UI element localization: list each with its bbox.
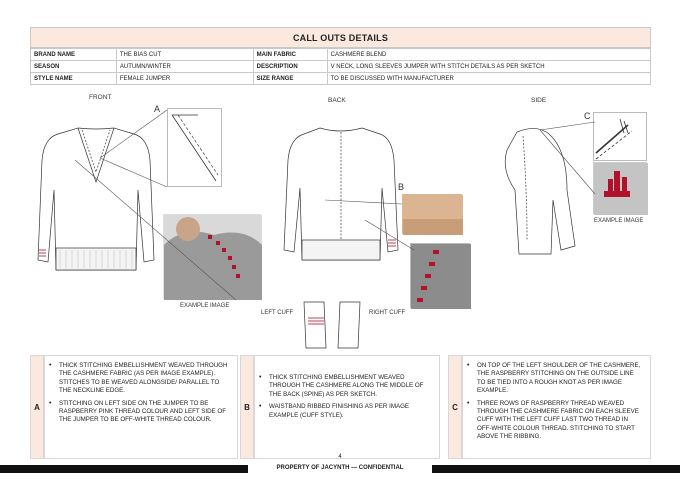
callout-a-letter: A bbox=[154, 104, 161, 114]
back-sketch bbox=[283, 127, 399, 261]
knot-example-image bbox=[593, 162, 648, 215]
table-row: BRAND NAME THE BIAS CUT MAIN FABRIC CASH… bbox=[30, 48, 652, 61]
size-range-key: SIZE RANGE bbox=[252, 72, 328, 85]
back-view-label: BACK bbox=[328, 97, 346, 104]
side-sketch bbox=[504, 128, 576, 255]
callout-b-letter: B bbox=[398, 182, 405, 192]
style-name-value: FEMALE JUMPER bbox=[115, 72, 254, 85]
side-view-label: SIDE bbox=[531, 97, 547, 104]
spec-table: BRAND NAME THE BIAS CUT MAIN FABRIC CASH… bbox=[30, 48, 652, 85]
list-item: ON TOP OF THE LEFT SHOULDER OF THE CASHM… bbox=[467, 362, 642, 396]
note-c-panel: ON TOP OF THE LEFT SHOULDER OF THE CASHM… bbox=[462, 355, 651, 459]
example-image-right-label: EXAMPLE IMAGE bbox=[594, 218, 644, 224]
page-title: CALL OUTS DETAILS bbox=[30, 27, 651, 48]
knot-detail-sketch bbox=[593, 112, 647, 161]
footer-bar-right bbox=[432, 465, 680, 473]
note-a-panel: THICK STITCHING EMBELLISHMENT WEAVED THR… bbox=[44, 355, 238, 459]
footer-bar-left bbox=[0, 465, 248, 473]
note-b-letter: B bbox=[240, 355, 254, 459]
cuffs-sketch bbox=[303, 301, 361, 349]
table-row: STYLE NAME FEMALE JUMPER SIZE RANGE TO B… bbox=[30, 72, 652, 85]
left-cuff-label: LEFT CUFF bbox=[261, 310, 294, 316]
list-item: THICK STITCHING EMBELLISHMENT WEAVED THR… bbox=[49, 362, 229, 396]
list-item: WAISTBAND RIBBED FINISHING AS PER IMAGE … bbox=[259, 403, 431, 420]
page-number: 4 bbox=[338, 454, 342, 460]
footer-text: PROPERTY OF JACYNTH — CONFIDENTIAL bbox=[276, 465, 404, 471]
note-a-letter: A bbox=[30, 355, 44, 459]
list-item: STITCHING ON LEFT SIDE ON THE JUMPER TO … bbox=[49, 400, 229, 425]
ribbed-waistband-image bbox=[402, 194, 463, 235]
right-cuff-label: RIGHT CUFF bbox=[369, 310, 406, 316]
note-c-letter: C bbox=[448, 355, 462, 459]
front-sketch bbox=[37, 127, 155, 271]
callout-c-letter: C bbox=[584, 111, 591, 121]
front-view-label: FRONT bbox=[89, 94, 112, 101]
example-image-left bbox=[163, 214, 262, 300]
list-item: THREE ROWS OF RASPBERRY THREAD WEAVED TH… bbox=[467, 400, 642, 442]
example-image-left-label: EXAMPLE IMAGE bbox=[180, 303, 230, 309]
size-range-value: TO BE DISCUSSED WITH MANUFACTURER bbox=[326, 72, 652, 85]
list-item: THICK STITCHING EMBELLISHMENT WEAVED THR… bbox=[259, 374, 431, 399]
note-b-panel: THICK STITCHING EMBELLISHMENT WEAVED THR… bbox=[254, 355, 440, 459]
callout-a-detail bbox=[167, 108, 222, 187]
stitch-detail-image bbox=[410, 243, 471, 309]
